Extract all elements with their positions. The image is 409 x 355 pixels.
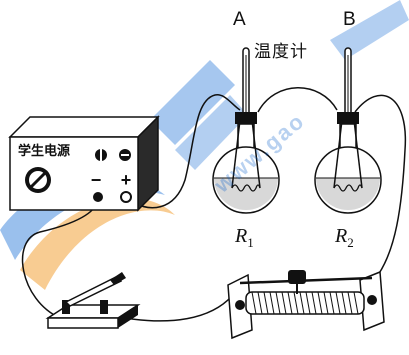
heating-coil-r2 bbox=[333, 184, 363, 192]
resistor-r1-label: R1 bbox=[235, 226, 254, 249]
wire-supply-to-r1 bbox=[125, 94, 241, 209]
wire-switch-to-supply bbox=[21, 199, 99, 319]
rheostat-slider[interactable] bbox=[288, 270, 306, 294]
wire-rheostat-to-switch bbox=[124, 295, 233, 322]
dial-knob-icon bbox=[25, 167, 51, 193]
thermometer-a-label: A bbox=[233, 9, 246, 30]
heating-coil-r1 bbox=[231, 184, 261, 192]
minus-sign-icon bbox=[119, 149, 131, 161]
terminal-negative-label: − bbox=[91, 170, 102, 190]
terminal-negative[interactable] bbox=[93, 192, 103, 202]
flask-b bbox=[314, 47, 382, 214]
thermometer-b-label: B bbox=[343, 9, 356, 30]
wire-r1-to-r2 bbox=[257, 87, 338, 113]
switch-blade[interactable] bbox=[64, 275, 123, 307]
terminal-positive[interactable] bbox=[120, 191, 132, 203]
resistor-r2-subscript: 2 bbox=[347, 235, 354, 250]
wires bbox=[21, 87, 407, 322]
resistor-r2-label: R2 bbox=[335, 226, 354, 249]
resistor-r1-subscript: 1 bbox=[247, 235, 254, 250]
thermometer-caption: 温度计 bbox=[254, 42, 308, 62]
resistor-r2-symbol: R bbox=[335, 225, 348, 247]
rheostat-terminal-left[interactable] bbox=[235, 300, 245, 310]
terminal-positive-label: + bbox=[121, 170, 132, 190]
power-supply: − + bbox=[8, 115, 160, 212]
rheostat-terminal-right[interactable] bbox=[367, 295, 377, 305]
slide-rheostat-icon[interactable] bbox=[227, 270, 385, 340]
flask-a bbox=[212, 47, 280, 214]
wire-r2-to-rheostat bbox=[354, 94, 407, 276]
resistor-r1-symbol: R bbox=[235, 225, 248, 247]
power-supply-label: 学生电源 bbox=[18, 144, 71, 159]
knife-switch-icon[interactable] bbox=[45, 272, 141, 329]
indicator-icon bbox=[95, 148, 107, 162]
